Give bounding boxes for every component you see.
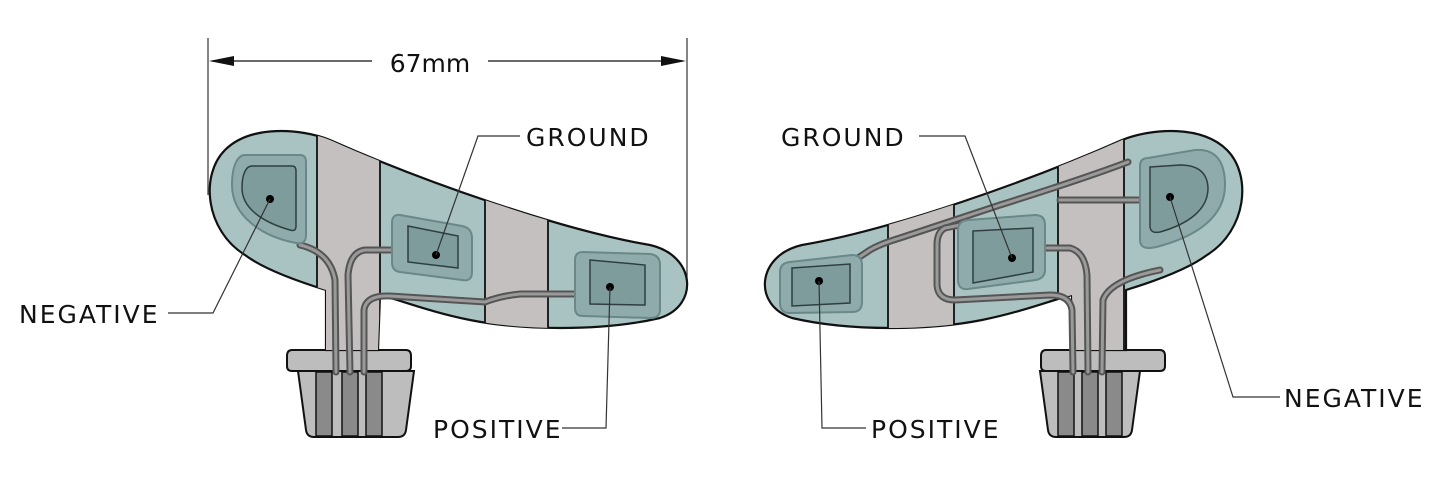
right-ground-electrode-pad bbox=[972, 227, 1034, 284]
left-label-positive: POSITIVE bbox=[433, 415, 563, 444]
right-traces bbox=[854, 158, 1164, 376]
left-connector bbox=[286, 299, 416, 438]
arrow-right-icon bbox=[661, 56, 686, 66]
left-label-ground: GROUND bbox=[526, 123, 651, 152]
right-leader-lines bbox=[818, 135, 1280, 429]
right-positive-electrode-pad bbox=[791, 263, 851, 307]
right-negative-electrode-pad bbox=[1149, 164, 1209, 234]
left-positive-electrode-pad bbox=[589, 259, 646, 306]
dimension-label: 67mm bbox=[390, 49, 471, 78]
left-traces bbox=[296, 241, 582, 376]
right-label-negative: NEGATIVE bbox=[1284, 384, 1425, 413]
left-electrode-part bbox=[208, 129, 689, 438]
right-electrode-part bbox=[763, 129, 1244, 438]
left-ground-electrode-pad bbox=[407, 225, 459, 269]
left-label-negative: NEGATIVE bbox=[19, 300, 160, 329]
left-leader-lines bbox=[168, 135, 611, 429]
arrow-left-icon bbox=[209, 56, 234, 66]
right-label-ground: GROUND bbox=[781, 123, 906, 152]
dimension-67mm: 67mm bbox=[207, 38, 688, 290]
right-label-positive: POSITIVE bbox=[871, 415, 1001, 444]
